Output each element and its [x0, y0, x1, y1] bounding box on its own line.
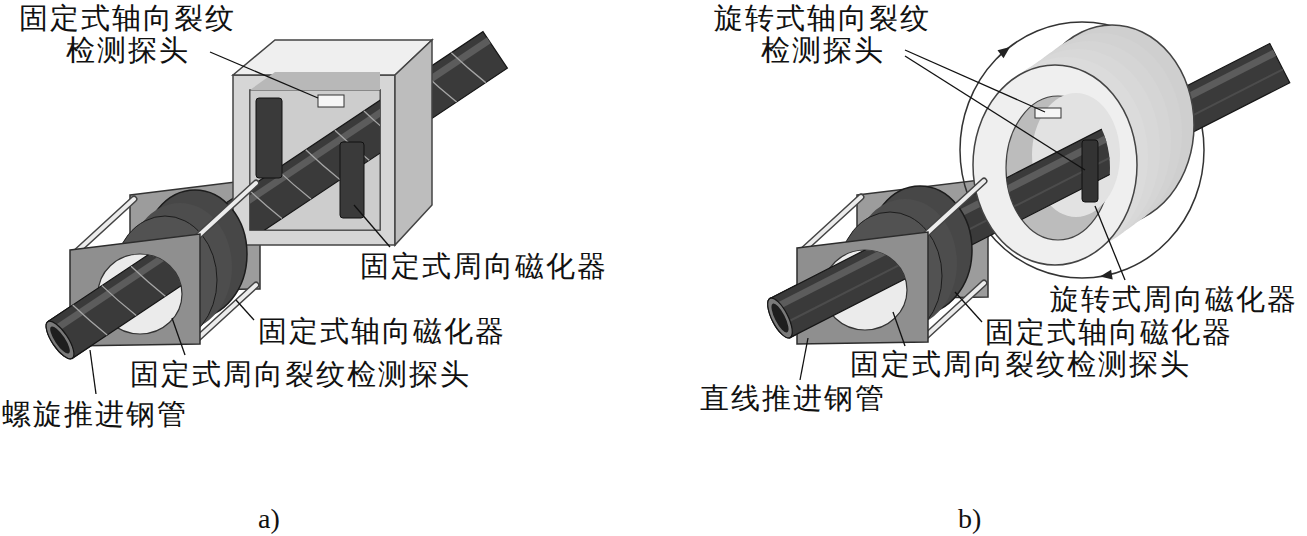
circumferential-magnetizer-box [250, 72, 380, 90]
rotation-arrowhead [1100, 270, 1113, 280]
magnet-block [256, 98, 282, 178]
leader-line [893, 312, 905, 346]
figure-a [41, 32, 507, 363]
leader-line [800, 338, 808, 380]
subfigure-label: b) [958, 503, 981, 534]
part-label: 固定式周向磁化器 [360, 250, 608, 282]
figure-b [763, 22, 1290, 380]
leader-line [236, 300, 254, 320]
part-label: 旋转式轴向裂纹 检测探头 [700, 2, 945, 67]
circumferential-magnetizer-box [395, 40, 432, 245]
circumferential-magnetizer-box [41, 32, 507, 363]
part-label: 直线推进钢管 [700, 382, 886, 414]
figure-a [41, 32, 507, 363]
rotation-arrow [960, 22, 1204, 278]
circumferential-magnetizer-box [250, 90, 380, 230]
leader-line [90, 350, 96, 394]
leader-line [354, 205, 390, 247]
part-label: 固定式轴向磁化器 [985, 316, 1233, 348]
probe [318, 95, 344, 107]
part-label: 固定式周向裂纹检测探头 [130, 358, 471, 390]
leader-line [905, 50, 1045, 112]
leader-line [1095, 206, 1125, 280]
rotation-arrow [960, 22, 1204, 278]
part-label: 螺旋推进钢管 [2, 398, 188, 430]
part-label: 固定式周向裂纹检测探头 [850, 348, 1191, 380]
leader-line [172, 318, 185, 355]
part-label: 固定式轴向磁化器 [258, 315, 506, 347]
rotation-arrowhead [998, 47, 1113, 280]
part-label: 旋转式周向磁化器 [1050, 283, 1298, 315]
magnet-block [1082, 140, 1098, 202]
rotation-arrowhead [998, 47, 1011, 58]
leader-line [955, 292, 982, 322]
leader-line [210, 52, 318, 98]
subfigure-label: a) [258, 503, 280, 534]
leader-line [905, 56, 1085, 170]
figure-a [41, 32, 507, 363]
figure-a [41, 32, 507, 394]
part-label: 固定式轴向裂纹 检测探头 [5, 2, 250, 67]
magnet-block [340, 142, 364, 218]
circumferential-magnetizer-box [250, 90, 380, 230]
